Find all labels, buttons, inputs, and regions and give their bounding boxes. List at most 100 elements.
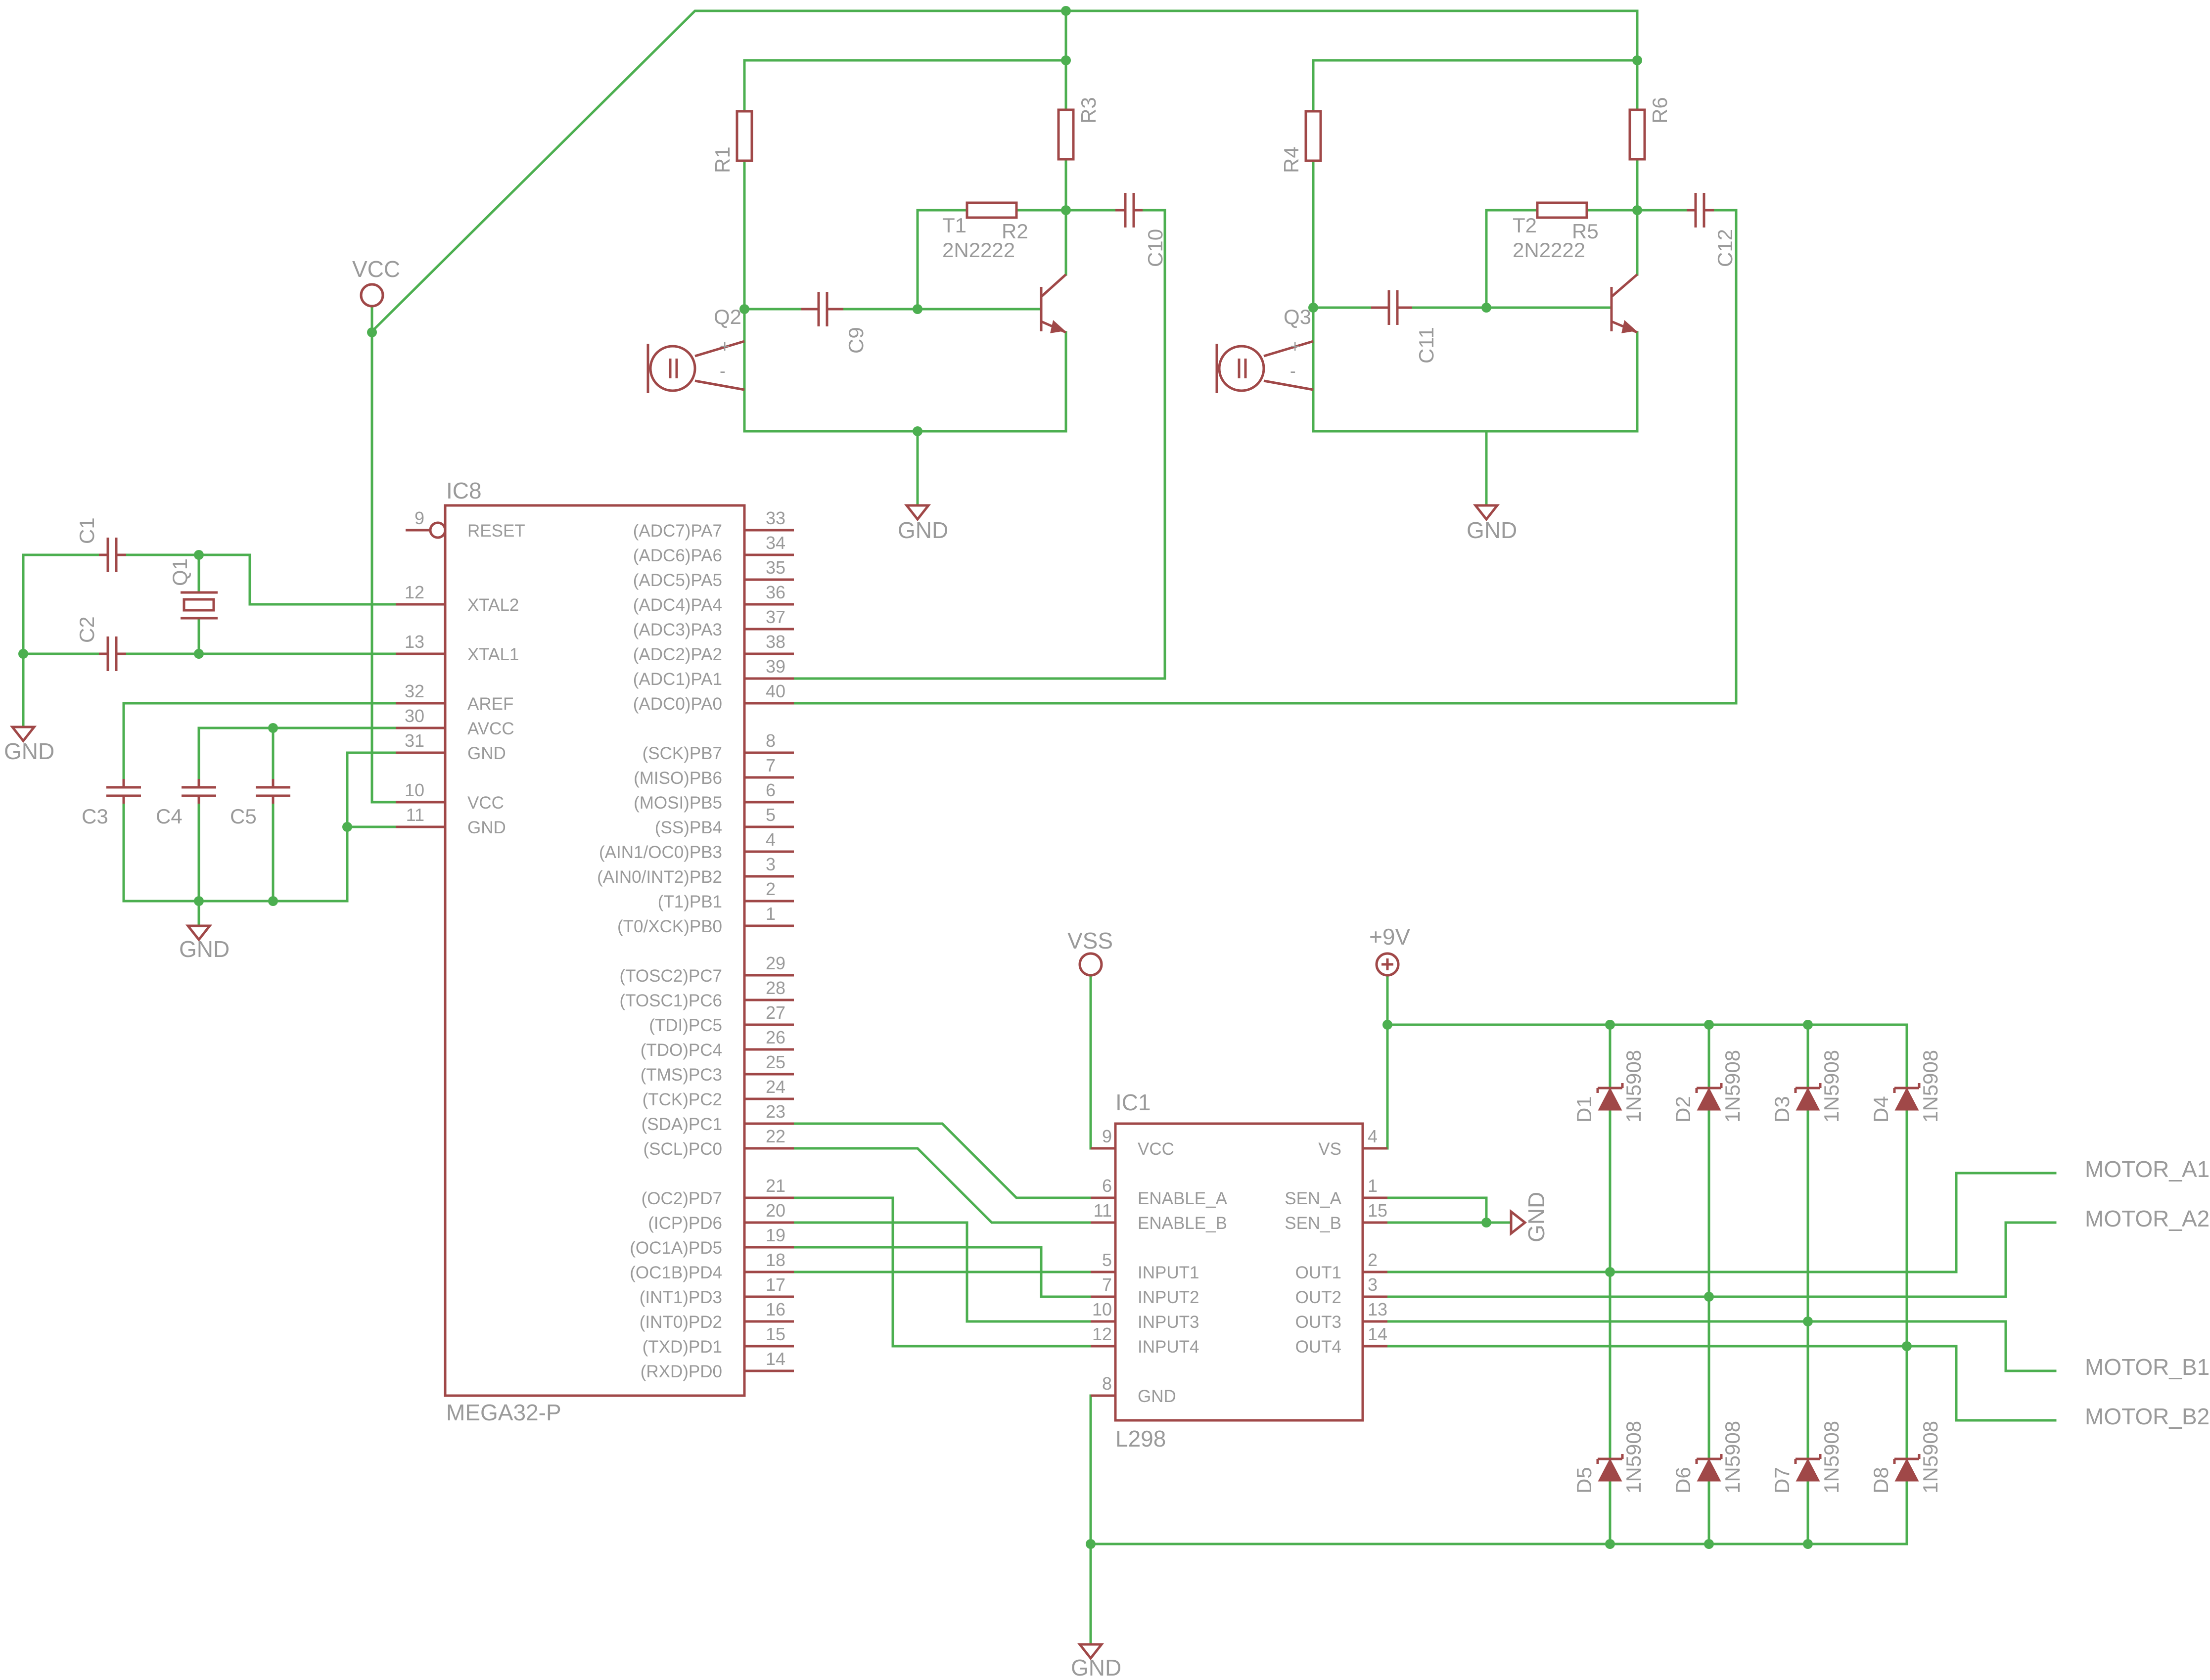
pin-label: (ADC5)PA5 <box>633 571 722 590</box>
pin-label: (ADC6)PA6 <box>633 546 722 565</box>
wire-pc0-enb <box>785 1147 1117 1224</box>
microphone-q2-icon <box>649 345 696 392</box>
diode-name: D5 <box>1572 1467 1596 1494</box>
pin-label: (ICP)PD6 <box>648 1214 722 1233</box>
resistor-r4-icon <box>1304 110 1322 162</box>
pin-label: (TMS)PC3 <box>641 1065 722 1085</box>
mcu-name: IC8 <box>446 478 482 503</box>
junction <box>1902 1341 1912 1351</box>
pin-number: 3 <box>766 854 776 874</box>
junction <box>913 304 922 314</box>
driver-left-pins: 9VCC6ENABLE_A11ENABLE_B5INPUT17INPUT210I… <box>1091 1126 1228 1406</box>
vss-label: VSS <box>1067 928 1113 954</box>
diode-value: 1N5908 <box>1820 1050 1843 1123</box>
t1-label: T1 <box>942 214 967 237</box>
pin-number: 15 <box>766 1324 785 1344</box>
pin-number: 5 <box>766 805 776 825</box>
pin-label: INPUT2 <box>1138 1288 1199 1307</box>
mcu-value: MEGA32-P <box>446 1400 561 1425</box>
pin-label: INPUT3 <box>1138 1313 1199 1332</box>
crystal-q1-icon <box>183 598 215 612</box>
pin-number: 40 <box>766 681 785 701</box>
junction <box>367 327 377 337</box>
pin-number: 12 <box>405 582 424 602</box>
diode-value: 1N5908 <box>1721 1050 1744 1123</box>
mic-minus: - <box>720 362 726 381</box>
wire-amp1-c10-right <box>785 209 1166 680</box>
r2-label: R2 <box>1002 220 1028 243</box>
junction <box>1605 1020 1615 1030</box>
motor-output-label: MOTOR_A2 <box>2085 1206 2210 1231</box>
gnd-label: GND <box>1467 517 1517 543</box>
junction <box>739 304 749 314</box>
gnd-label: GND <box>898 517 948 543</box>
vcc-supply-icon <box>360 283 384 308</box>
pin-number: 35 <box>766 557 785 578</box>
pin-number: 2 <box>766 879 776 899</box>
pin-label: (T0/XCK)PB0 <box>617 917 722 936</box>
wire-amp2-rail <box>1312 59 1639 113</box>
r5-label: R5 <box>1572 220 1599 243</box>
pin-label: (MISO)PB6 <box>634 769 722 788</box>
junction <box>1061 55 1071 65</box>
wire-amp2-gnd <box>1312 331 1639 433</box>
pin-number: 39 <box>766 656 785 677</box>
diode-icon <box>1598 1087 1622 1111</box>
pin-number: 14 <box>766 1349 785 1369</box>
junction <box>1704 1020 1714 1030</box>
pin-label: (SCK)PB7 <box>643 744 722 763</box>
c10-label: C10 <box>1144 229 1167 267</box>
junction <box>1061 6 1071 16</box>
c3-label: C3 <box>82 805 108 828</box>
pin-label: (OC1B)PD4 <box>630 1263 722 1282</box>
amplifier-1: R1 R3 R2 T1 2N2222 C9 C10 Q2 + - <box>646 97 1167 393</box>
pin-label: (MOSI)PB5 <box>634 793 722 813</box>
pin-number: 38 <box>766 632 785 652</box>
junction <box>268 896 278 906</box>
r1-label: R1 <box>711 146 734 173</box>
mcu-body <box>444 504 746 1397</box>
pin-number: 8 <box>1102 1373 1112 1394</box>
junction <box>1704 1292 1714 1302</box>
pin-label: (OC1A)PD5 <box>630 1238 722 1258</box>
mic-lead <box>1263 340 1314 358</box>
ground-icon <box>1077 1643 1105 1661</box>
wire-vss <box>1089 974 1117 1150</box>
pin-label: SEN_B <box>1285 1214 1341 1233</box>
q1-label: Q1 <box>168 558 191 586</box>
pin-label: ENABLE_B <box>1138 1214 1227 1233</box>
wire-avcc <box>197 726 422 784</box>
diode-icon <box>1796 1087 1820 1111</box>
vcc-label: VCC <box>352 256 400 282</box>
diode-name: D1 <box>1572 1096 1596 1123</box>
junction <box>913 426 922 436</box>
junction <box>1632 55 1642 65</box>
pin-label: GND <box>1138 1387 1176 1406</box>
wire-amp2-c12-right <box>785 209 1738 705</box>
pin-number: 8 <box>766 730 776 751</box>
pin-number: 11 <box>1094 1200 1112 1221</box>
wire-aref <box>122 702 422 784</box>
diode-name: D8 <box>1869 1467 1892 1494</box>
mcu-right-pins: 33(ADC7)PA734(ADC6)PA635(ADC5)PA536(ADC4… <box>597 508 794 1381</box>
pin-label: (OC2)PD7 <box>642 1189 722 1208</box>
diode-icon <box>1697 1087 1721 1111</box>
diode-name: D6 <box>1671 1467 1695 1494</box>
power-symbols: VCC VSS +9V GND GND GND GND GND GND <box>4 256 1549 1680</box>
pin-number: 1 <box>766 904 776 924</box>
pin-number: 12 <box>1092 1324 1112 1344</box>
diode-icon <box>1796 1458 1820 1482</box>
pin-number: 14 <box>1368 1324 1387 1344</box>
vss-supply-icon <box>1078 952 1103 977</box>
pin-number: 10 <box>1092 1299 1112 1319</box>
pin-number: 28 <box>766 978 785 998</box>
pin-label: GND <box>467 744 506 763</box>
pin-number: 21 <box>766 1176 785 1196</box>
pin-label: (ADC2)PA2 <box>633 645 722 664</box>
pin-label: OUT2 <box>1295 1288 1341 1307</box>
pin-label: VCC <box>467 793 504 813</box>
pin-label: (ADC1)PA1 <box>633 670 722 689</box>
